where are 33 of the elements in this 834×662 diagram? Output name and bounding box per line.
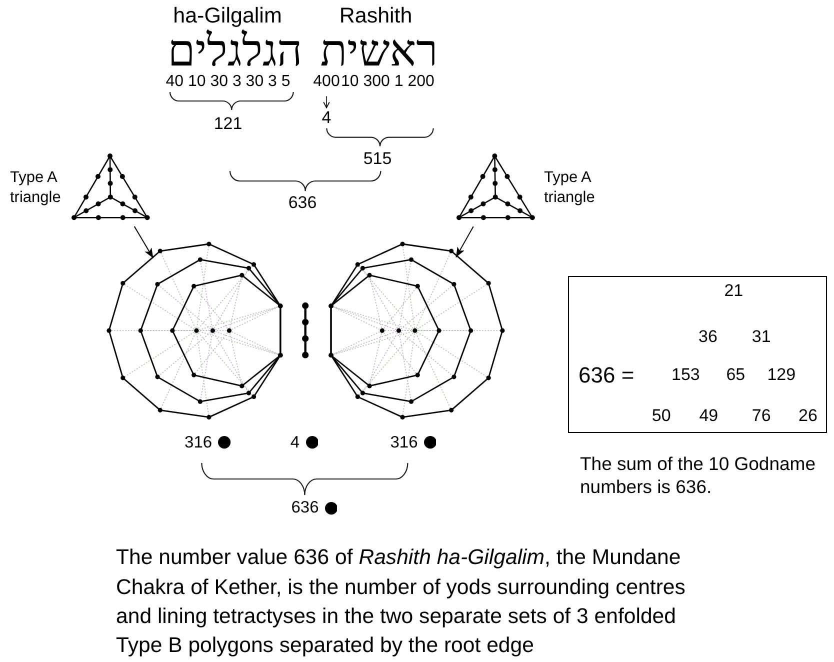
- count-value: 4: [290, 433, 300, 452]
- sum-value: 515: [363, 148, 392, 168]
- number: 153: [672, 366, 700, 386]
- transliteration: Rashith: [339, 4, 412, 28]
- count-value: 316: [184, 433, 212, 452]
- count-value: 636: [291, 498, 319, 518]
- transliteration: ha-Gilgalim: [173, 4, 282, 28]
- count-value: 316: [390, 433, 418, 452]
- arrow: [455, 226, 474, 258]
- number: 31: [752, 327, 771, 347]
- number: 76: [752, 406, 771, 426]
- sum-value: 636: [288, 194, 317, 214]
- arrow: [134, 226, 154, 259]
- sum-value: 121: [214, 114, 242, 134]
- triangle-label: Type A triangle: [10, 168, 62, 208]
- number: 636 =: [578, 362, 634, 388]
- sum-note: The sum of the 10 Godname numbers is 636.: [580, 452, 816, 498]
- number-box: [568, 276, 827, 433]
- reduced-value: 4: [322, 108, 332, 128]
- polygon-diagram: [326, 240, 506, 421]
- number: 36: [698, 327, 718, 347]
- number: 21: [724, 282, 744, 302]
- arrow: [323, 96, 330, 108]
- number: 26: [798, 406, 818, 426]
- number: 50: [652, 406, 671, 426]
- triangle-diagram: [70, 152, 152, 222]
- polygon-diagram: [104, 240, 284, 421]
- paragraph: The number value 636 of Rashith ha-Gilgalim, the Mundane Chakra of Kether, is the number of yods surrounding centres and lining tetractyses in the two separate sets of 3 enfolded Type B polygons separated by the root edge: [116, 544, 686, 660]
- triangle-diagram: [455, 152, 537, 222]
- triangle-label: Type A triangle: [544, 168, 596, 208]
- number: 49: [699, 406, 718, 426]
- number: 65: [726, 366, 746, 386]
- number: 129: [767, 366, 796, 386]
